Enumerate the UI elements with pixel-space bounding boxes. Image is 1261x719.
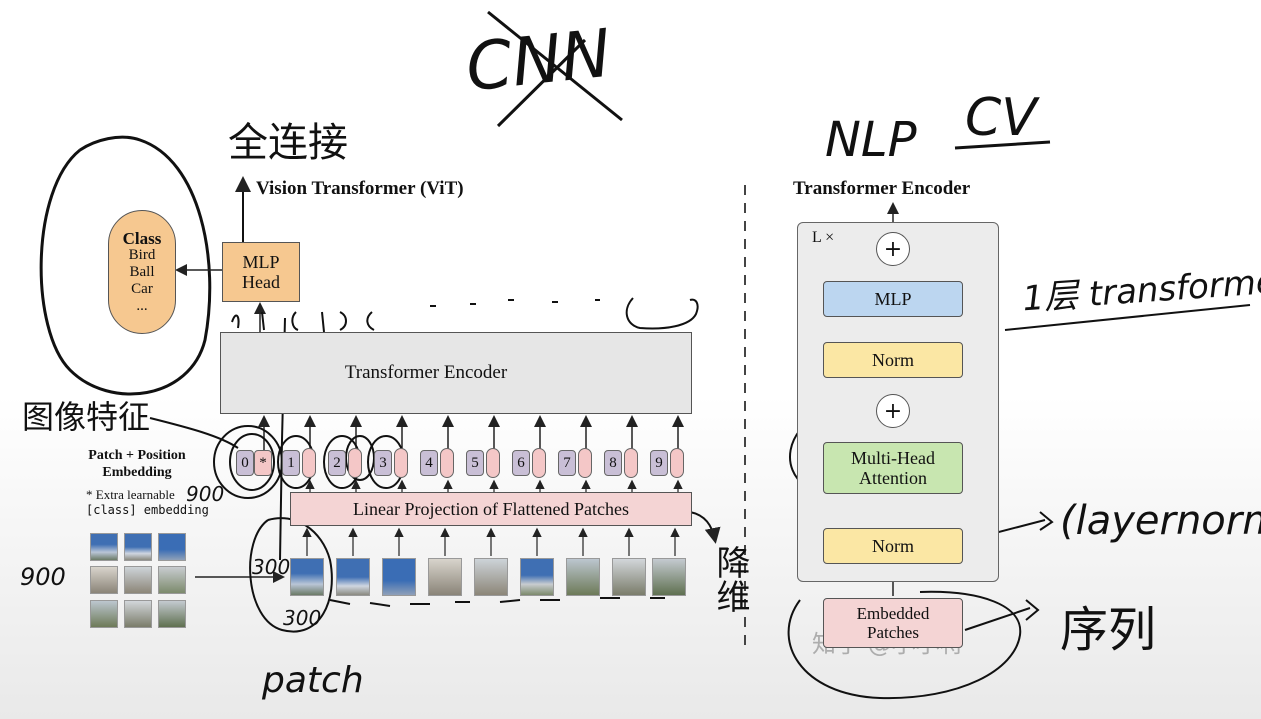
grid-patch — [158, 566, 186, 594]
class-item: Bird — [128, 246, 156, 263]
token-index: 1 — [282, 450, 300, 476]
norm-bottom-label: Norm — [872, 535, 914, 556]
encoder-dots — [430, 299, 600, 307]
class-box: Class Bird Ball Car ... — [108, 210, 176, 334]
encoder-block-title: Transformer Encoder — [793, 178, 971, 199]
class-circle — [39, 135, 212, 396]
embedded-circle — [787, 590, 1022, 700]
encoder-scribbles — [231, 297, 699, 333]
token-index: 8 — [604, 450, 622, 476]
plus-top-sign: + — [883, 236, 903, 262]
flat-patch — [652, 558, 686, 596]
mlp-block: MLP — [823, 281, 963, 317]
token-index: 5 — [466, 450, 484, 476]
classifier-annotation: 全连接 — [228, 120, 348, 166]
token-embedding — [578, 448, 592, 478]
token-index: 7 — [558, 450, 576, 476]
token-index: 6 — [512, 450, 530, 476]
layernorm-annotation: (layernormal — [1060, 498, 1261, 544]
plus-top: + — [876, 232, 910, 266]
token-index: 0 — [236, 450, 254, 476]
grid-patch — [124, 566, 152, 594]
patch-underline — [329, 597, 665, 607]
token-index: 9 — [650, 450, 668, 476]
feature-arrow — [149, 417, 239, 449]
embedded-pointer — [964, 607, 1031, 631]
cv-underline — [954, 140, 1051, 150]
image-feature-annotation: 图像特征 — [22, 398, 151, 436]
flat-patch — [336, 558, 370, 596]
dim-reduce-annotation: 降维 — [710, 545, 750, 613]
cnn-strike-1 — [487, 10, 623, 122]
class-item: Car — [131, 280, 153, 297]
token-index: 3 — [374, 450, 392, 476]
linear-projection-box: Linear Projection of Flattened Patches — [290, 492, 692, 526]
class-item: ... — [136, 297, 148, 314]
n300a-annotation: 300 — [252, 555, 291, 579]
norm-bottom-block: Norm — [823, 528, 963, 564]
flat-patch — [520, 558, 554, 596]
linear-projection-label: Linear Projection of Flattened Patches — [353, 498, 629, 519]
plus-mid-sign: + — [883, 398, 903, 424]
token-embedding — [532, 448, 546, 478]
embedded-patches-block: Embedded Patches — [823, 598, 963, 648]
token-arrows — [258, 415, 684, 452]
flat-patch — [566, 558, 600, 596]
grid-patch — [90, 600, 118, 628]
token-embedding — [302, 448, 316, 478]
projection-arrows — [305, 479, 683, 492]
mha-block: Multi-Head Attention — [823, 442, 963, 494]
patch-annotation: patch — [262, 660, 364, 701]
grid-patch — [124, 533, 152, 561]
token-index: 2 — [328, 450, 346, 476]
class-box-title: Class — [122, 228, 162, 248]
extra-note: * Extra learnable — [86, 487, 175, 502]
mlp-head-label: MLP Head — [242, 252, 280, 292]
mlp-block-label: MLP — [874, 288, 912, 309]
vit-title: Vision Transformer (ViT) — [256, 178, 464, 199]
norm-top-label: Norm — [872, 349, 914, 370]
transformer-encoder-label: Transformer Encoder — [344, 362, 508, 383]
class-token-mark: * — [254, 450, 272, 476]
class-item: Ball — [129, 263, 155, 280]
flat-patch — [290, 558, 324, 596]
one-layer-underline — [1004, 304, 1251, 331]
grid-patch — [158, 533, 186, 561]
flat-patch — [428, 558, 462, 596]
token-index: 4 — [420, 450, 438, 476]
mlp-head-box: MLP Head — [222, 242, 300, 302]
token-embedding — [348, 448, 362, 478]
embedded-patches-label: Embedded Patches — [856, 604, 930, 642]
flat-patch — [382, 558, 416, 596]
flat-patch — [612, 558, 646, 596]
cnn-annotation: CNN — [462, 14, 615, 107]
sequence-annotation: 序列 — [1060, 602, 1157, 658]
patch-circle — [249, 517, 333, 633]
cv-annotation: CV — [965, 88, 1037, 148]
n900b-annotation: 900 — [186, 482, 225, 506]
token-embedding — [486, 448, 500, 478]
cnn-strike-2 — [496, 38, 587, 128]
extra-note-2: [class] embedding — [86, 503, 209, 517]
token-embedding — [440, 448, 454, 478]
mha-block-label: Multi-Head Attention — [851, 448, 935, 488]
nlp-annotation: NLP — [825, 112, 917, 168]
n900-annotation: 900 — [20, 563, 66, 591]
reduce-arrow — [689, 511, 721, 544]
norm-top-block: Norm — [823, 342, 963, 378]
repeat-label: L × — [812, 229, 835, 246]
patch-arrows — [302, 527, 680, 556]
plus-mid: + — [876, 394, 910, 428]
token-embedding — [670, 448, 684, 478]
grid-patch — [158, 600, 186, 628]
token-embedding — [394, 448, 408, 478]
grid-patch — [90, 533, 118, 561]
n300b-annotation: 300 — [283, 606, 322, 630]
transformer-encoder-box: Transformer Encoder — [220, 332, 692, 414]
grid-patch — [124, 600, 152, 628]
token-embedding — [624, 448, 638, 478]
grid-patch — [90, 566, 118, 594]
flat-patch — [474, 558, 508, 596]
patch-position-label: Patch + Position Embedding — [88, 448, 186, 480]
